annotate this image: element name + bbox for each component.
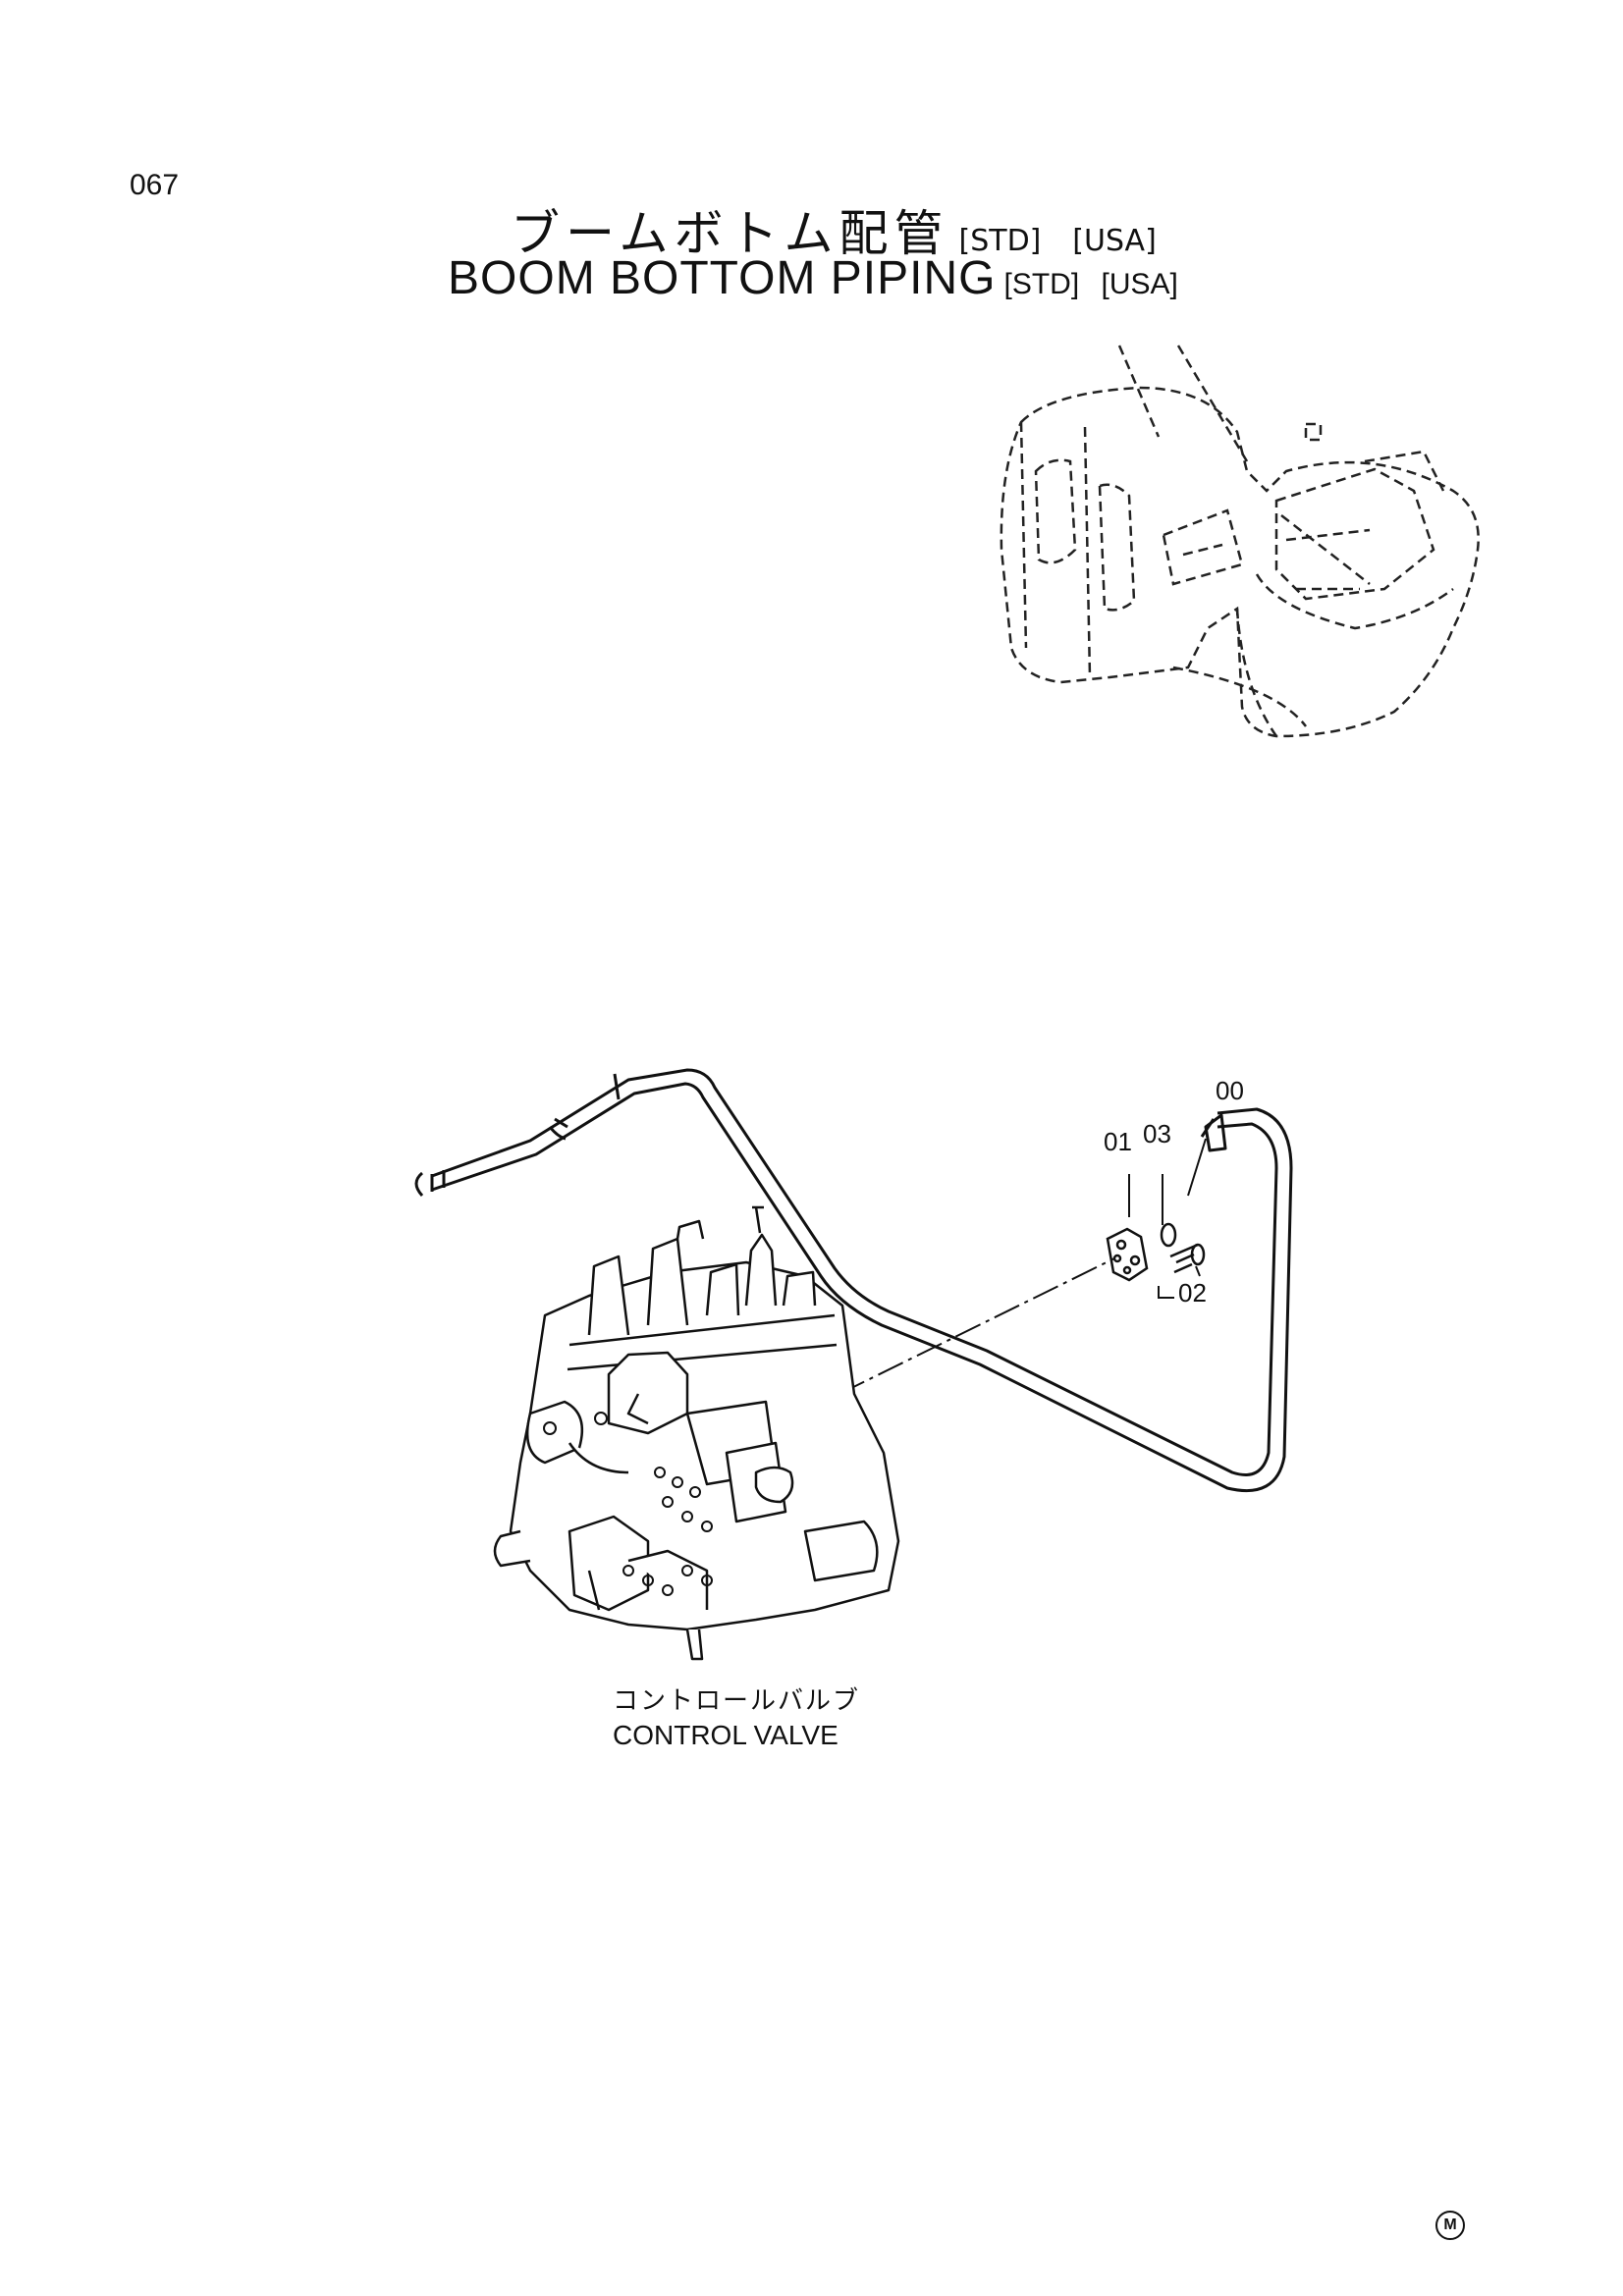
leader-lines bbox=[839, 1138, 1207, 1395]
control-valve bbox=[493, 1205, 900, 1661]
tag-usa: [USA] bbox=[1101, 268, 1178, 300]
tag-usa: [USA] bbox=[1072, 224, 1157, 258]
title-japanese: ブームボトム配管 [STD] [USA] bbox=[511, 194, 1157, 265]
control-valve-label-japanese: コントロールバルブ bbox=[613, 1686, 861, 1716]
control-valve-label-english: CONTROL VALVE bbox=[613, 1720, 839, 1750]
flange-part-01 bbox=[1106, 1227, 1149, 1282]
title-english: BOOM BOTTOM PIPING[STD] [USA] bbox=[448, 251, 1178, 305]
excavator-location-sketch bbox=[1000, 345, 1480, 738]
part-label-01: 01 bbox=[1104, 1127, 1132, 1156]
bolt-part-02 bbox=[1169, 1243, 1206, 1274]
o-ring-part-03 bbox=[1160, 1222, 1177, 1248]
page-number: 067 bbox=[130, 169, 180, 201]
title-english-text: BOOM BOTTOM PIPING bbox=[448, 252, 997, 304]
title-japanese-text: ブームボトム配管 bbox=[511, 205, 949, 262]
tag-std: [STD] bbox=[1003, 268, 1080, 300]
part-label-03: 03 bbox=[1143, 1119, 1171, 1148]
maker-mark-icon: M bbox=[1435, 2211, 1465, 2240]
tag-std: [STD] bbox=[958, 224, 1042, 258]
control-valve-ports bbox=[543, 1412, 713, 1596]
part-label-02: 02 bbox=[1178, 1278, 1207, 1308]
boom-bottom-pipe bbox=[414, 1068, 1293, 1493]
part-label-00: 00 bbox=[1216, 1076, 1244, 1105]
